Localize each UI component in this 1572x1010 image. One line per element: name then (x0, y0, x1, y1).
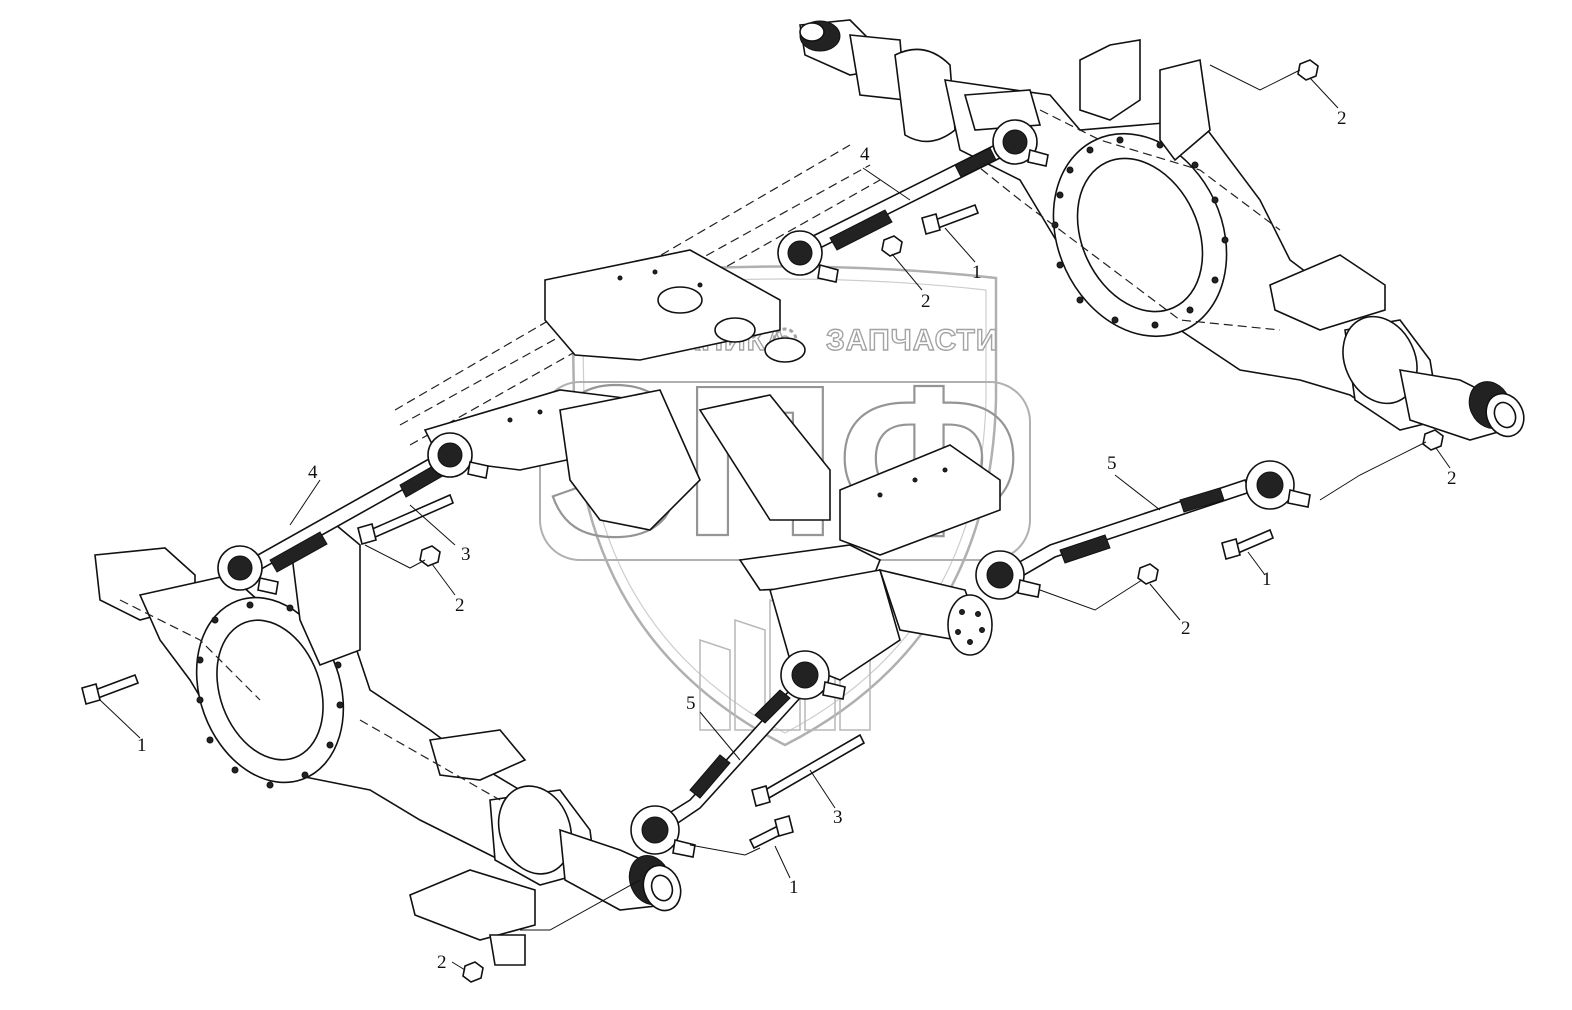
nut-icon (881, 235, 903, 257)
callout-label: 2 (455, 595, 465, 616)
nut-icon (462, 961, 484, 983)
reaction-rod-5-left (630, 650, 846, 858)
nut-icon (1422, 429, 1444, 451)
callout-label: 1 (789, 877, 799, 898)
callout-label: 4 (308, 462, 318, 483)
callout-label: 4 (860, 144, 870, 165)
callout-labels: 2 4 1 2 5 2 4 3 2 1 2 1 5 3 1 2 (137, 108, 1457, 973)
callout-label: 3 (833, 807, 843, 828)
nut-icon (1137, 563, 1159, 585)
leader-lines (99, 64, 1451, 971)
callout-label: 2 (921, 291, 931, 312)
callout-label: 2 (1181, 618, 1191, 639)
nut-icon (419, 545, 441, 567)
callout-label: 1 (1262, 569, 1272, 590)
callout-label: 2 (1337, 108, 1347, 129)
callout-label: 1 (972, 262, 982, 283)
callout-label: 5 (686, 693, 696, 714)
callout-label: 3 (461, 544, 471, 565)
reaction-rod-4-lower (217, 432, 489, 595)
watermark-right-word: ЗАПЧАСТИ (826, 324, 998, 357)
rear-axle-upper (799, 19, 1525, 441)
nut-icon (1297, 59, 1319, 81)
callout-label: 5 (1107, 453, 1117, 474)
rear-axle-lower (94, 519, 682, 966)
reaction-rod-4-upper (777, 119, 1049, 283)
callout-label: 1 (137, 735, 147, 756)
bolt-fasteners (81, 59, 1444, 983)
reaction-rod-5-right (975, 460, 1311, 600)
callout-label: 2 (437, 952, 447, 973)
callout-label: 2 (1447, 468, 1457, 489)
